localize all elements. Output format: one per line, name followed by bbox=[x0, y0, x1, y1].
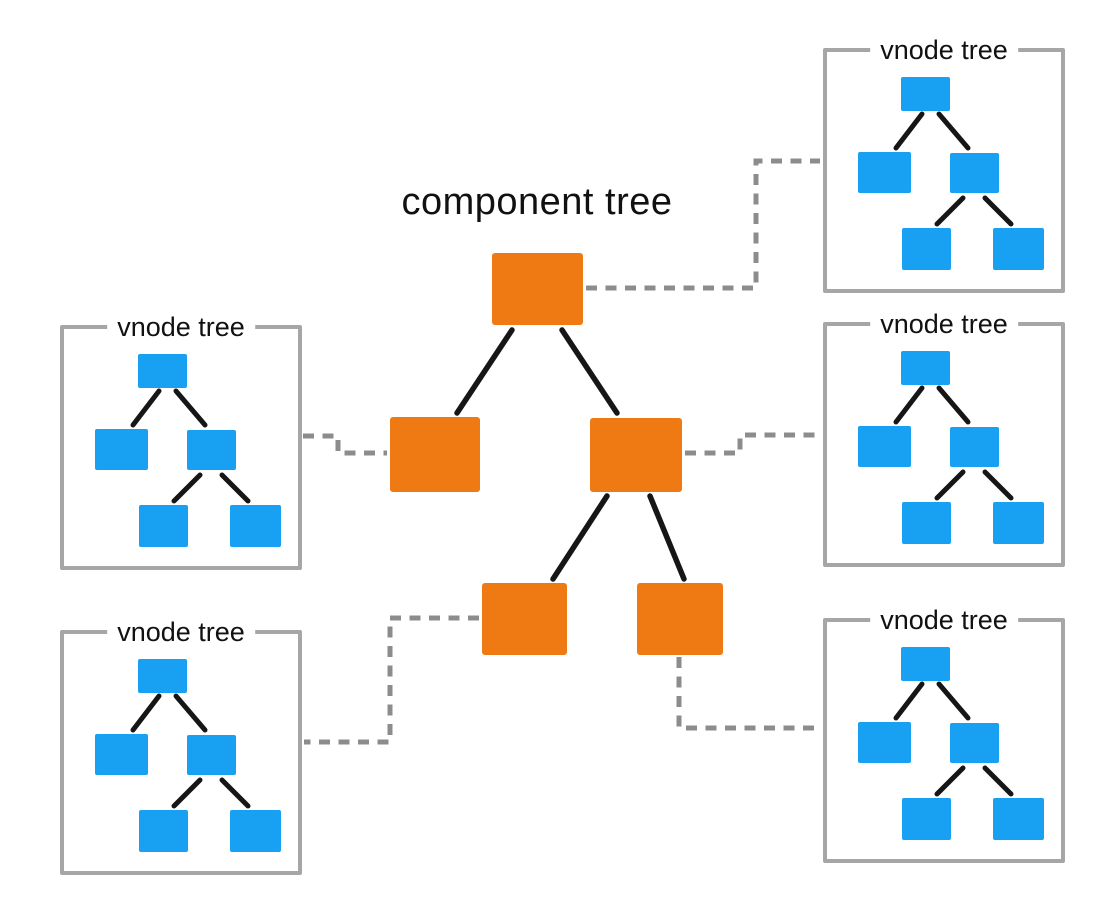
vnode-edge-root-left bbox=[893, 111, 925, 151]
vnode-root bbox=[901, 351, 950, 385]
vnode-edge-root-left bbox=[893, 385, 925, 425]
vnode-root bbox=[901, 77, 950, 111]
vnode-edge-root-right bbox=[173, 693, 208, 733]
vnode-child-left bbox=[95, 734, 148, 775]
vnode-edge-root-left bbox=[130, 388, 162, 428]
vnode-child-left bbox=[858, 722, 911, 763]
vnode-child-right bbox=[950, 153, 999, 193]
vnode-child-left bbox=[858, 426, 911, 467]
vnode-root bbox=[901, 647, 950, 681]
component-node-grandchild-right bbox=[637, 583, 723, 655]
vnode-tree-label: vnode tree bbox=[107, 311, 255, 343]
component-node-child-left bbox=[390, 417, 480, 492]
component-tree-title: component tree bbox=[401, 181, 673, 223]
vnode-edge-root-right bbox=[173, 388, 208, 428]
vnode-tree bbox=[64, 634, 298, 871]
vnode-edge-root-left bbox=[130, 693, 162, 733]
vnode-edge-right-right bbox=[982, 469, 1014, 501]
vnode-tree bbox=[827, 622, 1061, 859]
vnode-child-right bbox=[187, 430, 236, 470]
vnode-child-right bbox=[950, 427, 999, 467]
vnode-root bbox=[138, 354, 187, 388]
vnode-grandchild-left bbox=[139, 505, 188, 547]
vnode-tree-edges bbox=[893, 111, 1014, 227]
vnode-grandchild-left bbox=[902, 502, 951, 544]
vnode-tree-edges bbox=[130, 388, 251, 504]
connector-child-right-to-middle-right-box bbox=[685, 432, 821, 456]
vnode-edge-right-right bbox=[982, 765, 1014, 797]
vnode-child-right bbox=[187, 735, 236, 775]
component-node-root bbox=[492, 253, 583, 325]
vnode-edge-right-left bbox=[934, 765, 966, 797]
connector-grandchild-left-to-bottom-left-box bbox=[304, 615, 479, 745]
component-node-child-right bbox=[590, 418, 682, 492]
vnode-edge-root-left bbox=[893, 681, 925, 721]
component-node-grandchild-left bbox=[482, 583, 567, 655]
vnode-grandchild-right bbox=[230, 810, 281, 852]
vnode-tree bbox=[827, 326, 1061, 563]
vnode-tree-box-bottom-left: vnode tree bbox=[60, 616, 302, 875]
vnode-edge-right-right bbox=[219, 777, 251, 809]
vnode-tree-edges bbox=[893, 385, 1014, 501]
vnode-tree-edges bbox=[130, 693, 251, 809]
vnode-grandchild-right bbox=[993, 798, 1044, 840]
vnode-tree bbox=[827, 52, 1061, 289]
vnode-grandchild-left bbox=[902, 798, 951, 840]
vnode-edge-right-left bbox=[934, 469, 966, 501]
vnode-tree-box-bottom-right: vnode tree bbox=[823, 604, 1065, 863]
component-edge-right-right bbox=[647, 493, 687, 582]
component-edge-right-left bbox=[550, 493, 610, 582]
vnode-tree-box-top-left: vnode tree bbox=[60, 311, 302, 570]
vnode-tree-label: vnode tree bbox=[870, 34, 1018, 66]
component-edge-root-right bbox=[559, 327, 620, 416]
vnode-tree bbox=[64, 329, 298, 566]
connector-top-left-box-to-child-left bbox=[303, 433, 387, 456]
vnode-tree-label: vnode tree bbox=[870, 604, 1018, 636]
vnode-edge-right-left bbox=[934, 195, 966, 227]
vnode-edge-right-right bbox=[219, 472, 251, 504]
vnode-grandchild-left bbox=[902, 228, 951, 270]
vnode-grandchild-right bbox=[993, 502, 1044, 544]
vnode-tree-box-middle-right: vnode tree bbox=[823, 308, 1065, 567]
vnode-child-right bbox=[950, 723, 999, 763]
vnode-tree-box-top-right: vnode tree bbox=[823, 34, 1065, 293]
vnode-child-left bbox=[95, 429, 148, 470]
vnode-edge-root-right bbox=[936, 681, 971, 721]
connector-grandchild-right-to-bottom-right-box bbox=[676, 657, 821, 731]
vnode-child-left bbox=[858, 152, 911, 193]
vnode-edge-root-right bbox=[936, 111, 971, 151]
connector-root-to-top-right-box bbox=[586, 158, 820, 291]
vnode-edge-right-left bbox=[171, 777, 203, 809]
vnode-root bbox=[138, 659, 187, 693]
vnode-edge-root-right bbox=[936, 385, 971, 425]
vnode-grandchild-right bbox=[993, 228, 1044, 270]
vnode-grandchild-left bbox=[139, 810, 188, 852]
vnode-edge-right-right bbox=[982, 195, 1014, 227]
vnode-tree-label: vnode tree bbox=[870, 308, 1018, 340]
vnode-grandchild-right bbox=[230, 505, 281, 547]
vnode-edge-right-left bbox=[171, 472, 203, 504]
vnode-tree-edges bbox=[893, 681, 1014, 797]
vnode-tree-label: vnode tree bbox=[107, 616, 255, 648]
component-edge-root-left bbox=[454, 327, 515, 416]
